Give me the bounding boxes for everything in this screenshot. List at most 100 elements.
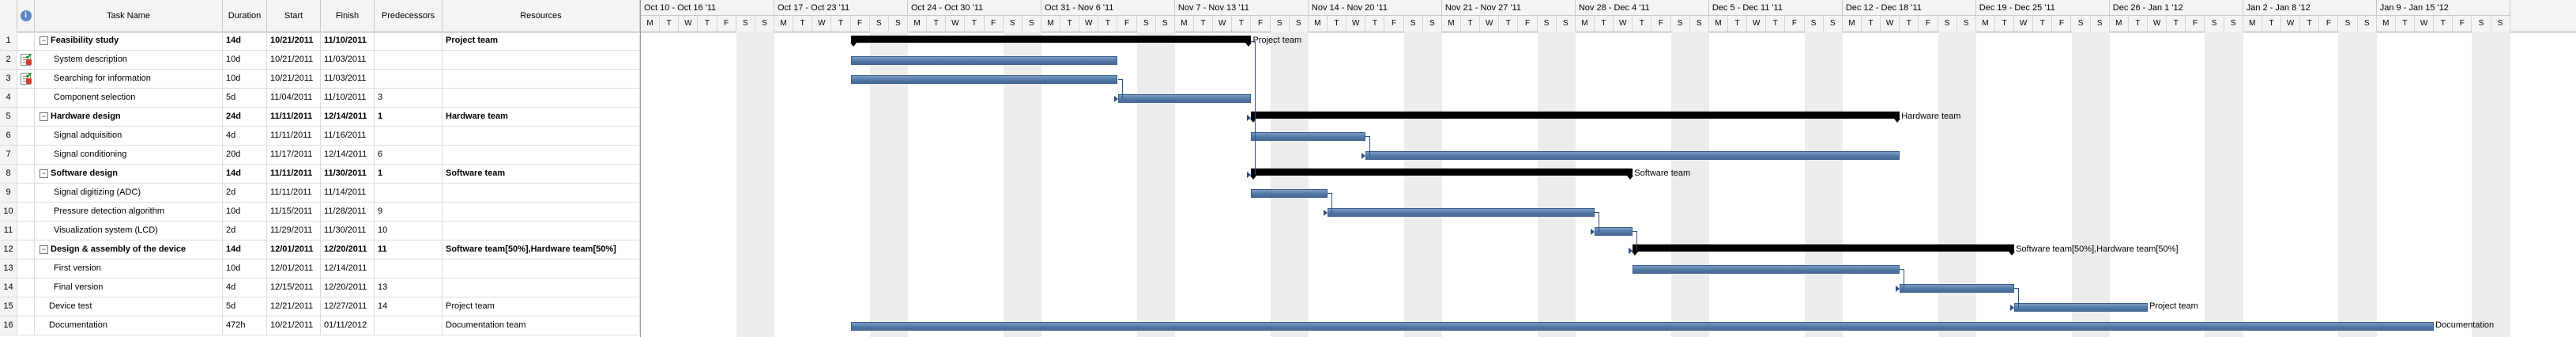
task-bar[interactable] bbox=[850, 56, 1118, 65]
finish-cell[interactable]: 11/03/2011 bbox=[321, 51, 375, 69]
task-name-cell[interactable]: Documentation bbox=[35, 316, 223, 335]
task-name-cell[interactable]: −Software design bbox=[35, 165, 223, 183]
task-bar[interactable] bbox=[1595, 227, 1633, 236]
finish-cell[interactable]: 12/20/2011 bbox=[321, 278, 375, 297]
duration-cell[interactable]: 14d bbox=[223, 240, 267, 259]
resources-cell[interactable] bbox=[443, 89, 640, 107]
start-cell[interactable]: 12/21/2011 bbox=[267, 297, 321, 316]
task-name-cell[interactable]: First version bbox=[35, 259, 223, 278]
finish-cell[interactable]: 12/14/2011 bbox=[321, 146, 375, 164]
start-cell[interactable]: 11/11/2011 bbox=[267, 127, 321, 145]
resources-cell[interactable]: Documentation team bbox=[443, 316, 640, 335]
predecessors-cell[interactable]: 3 bbox=[375, 89, 443, 107]
task-name-cell[interactable]: Signal digitizing (ADC) bbox=[35, 184, 223, 202]
resources-cell[interactable] bbox=[443, 51, 640, 69]
start-cell[interactable]: 12/01/2011 bbox=[267, 240, 321, 259]
task-bar[interactable] bbox=[850, 75, 1118, 84]
task-bar[interactable] bbox=[1251, 132, 1366, 141]
summary-bar[interactable] bbox=[1250, 112, 1900, 123]
duration-cell[interactable]: 2d bbox=[223, 184, 267, 202]
notes-indicator-icon[interactable]: ✔ bbox=[21, 53, 32, 66]
duration-cell[interactable]: 2d bbox=[223, 222, 267, 240]
predecessors-header[interactable]: Predecessors bbox=[375, 0, 443, 32]
resources-cell[interactable]: Project team bbox=[443, 32, 640, 50]
start-cell[interactable]: 10/21/2011 bbox=[267, 316, 321, 335]
start-cell[interactable]: 11/11/2011 bbox=[267, 165, 321, 183]
predecessors-cell[interactable]: 1 bbox=[375, 165, 443, 183]
resources-cell[interactable] bbox=[443, 278, 640, 297]
duration-cell[interactable]: 10d bbox=[223, 70, 267, 88]
predecessors-cell[interactable]: 10 bbox=[375, 222, 443, 240]
task-name-cell[interactable]: System description bbox=[35, 51, 223, 69]
task-name-cell[interactable]: −Design & assembly of the device bbox=[35, 240, 223, 259]
task-name-header[interactable]: Task Name bbox=[35, 0, 223, 32]
task-name-cell[interactable]: Visualization system (LCD) bbox=[35, 222, 223, 240]
start-cell[interactable]: 11/15/2011 bbox=[267, 203, 321, 221]
finish-cell[interactable]: 11/14/2011 bbox=[321, 184, 375, 202]
indicators-header[interactable]: i bbox=[17, 0, 35, 32]
collapse-toggle-icon[interactable]: − bbox=[40, 244, 48, 254]
resources-cell[interactable] bbox=[443, 184, 640, 202]
predecessors-cell[interactable]: 1 bbox=[375, 108, 443, 126]
duration-cell[interactable]: 20d bbox=[223, 146, 267, 164]
task-name-cell[interactable]: −Feasibility study bbox=[35, 32, 223, 50]
duration-header[interactable]: Duration bbox=[223, 0, 267, 32]
predecessors-cell[interactable]: 6 bbox=[375, 146, 443, 164]
task-name-cell[interactable]: Final version bbox=[35, 278, 223, 297]
finish-cell[interactable]: 01/11/2012 bbox=[321, 316, 375, 335]
finish-cell[interactable]: 11/03/2011 bbox=[321, 70, 375, 88]
summary-bar[interactable] bbox=[1250, 168, 1634, 180]
task-bar[interactable] bbox=[1117, 94, 1252, 103]
duration-cell[interactable]: 24d bbox=[223, 108, 267, 126]
duration-cell[interactable]: 10d bbox=[223, 51, 267, 69]
duration-cell[interactable]: 14d bbox=[223, 32, 267, 50]
duration-cell[interactable]: 5d bbox=[223, 89, 267, 107]
predecessors-cell[interactable]: 14 bbox=[375, 297, 443, 316]
summary-bar[interactable] bbox=[1632, 244, 2015, 256]
start-header[interactable]: Start bbox=[267, 0, 321, 32]
duration-cell[interactable]: 472h bbox=[223, 316, 267, 335]
duration-cell[interactable]: 10d bbox=[223, 203, 267, 221]
resources-cell[interactable]: Software team bbox=[443, 165, 640, 183]
predecessors-cell[interactable] bbox=[375, 259, 443, 278]
predecessors-cell[interactable]: 11 bbox=[375, 240, 443, 259]
start-cell[interactable]: 11/11/2011 bbox=[267, 108, 321, 126]
duration-cell[interactable]: 10d bbox=[223, 259, 267, 278]
predecessors-cell[interactable]: 9 bbox=[375, 203, 443, 221]
resources-cell[interactable] bbox=[443, 146, 640, 164]
task-bar[interactable] bbox=[1633, 265, 1900, 274]
duration-cell[interactable]: 4d bbox=[223, 127, 267, 145]
finish-header[interactable]: Finish bbox=[321, 0, 375, 32]
finish-cell[interactable]: 11/30/2011 bbox=[321, 165, 375, 183]
finish-cell[interactable]: 12/20/2011 bbox=[321, 240, 375, 259]
collapse-toggle-icon[interactable]: − bbox=[40, 36, 48, 45]
task-name-cell[interactable]: Searching for information bbox=[35, 70, 223, 88]
predecessors-cell[interactable] bbox=[375, 70, 443, 88]
resources-cell[interactable]: Project team bbox=[443, 297, 640, 316]
finish-cell[interactable]: 11/10/2011 bbox=[321, 32, 375, 50]
predecessors-cell[interactable] bbox=[375, 316, 443, 335]
task-name-cell[interactable]: Signal adquisition bbox=[35, 127, 223, 145]
resources-cell[interactable] bbox=[443, 203, 640, 221]
resources-cell[interactable] bbox=[443, 70, 640, 88]
task-bar[interactable] bbox=[1328, 208, 1595, 217]
resources-header[interactable]: Resources bbox=[443, 0, 640, 32]
resources-cell[interactable] bbox=[443, 127, 640, 145]
collapse-toggle-icon[interactable]: − bbox=[40, 112, 48, 121]
task-bar[interactable] bbox=[1365, 151, 1900, 160]
resources-cell[interactable]: Hardware team bbox=[443, 108, 640, 126]
start-cell[interactable]: 11/29/2011 bbox=[267, 222, 321, 240]
task-name-cell[interactable]: −Hardware design bbox=[35, 108, 223, 126]
task-name-cell[interactable]: Signal conditioning bbox=[35, 146, 223, 164]
finish-cell[interactable]: 12/14/2011 bbox=[321, 259, 375, 278]
duration-cell[interactable]: 5d bbox=[223, 297, 267, 316]
